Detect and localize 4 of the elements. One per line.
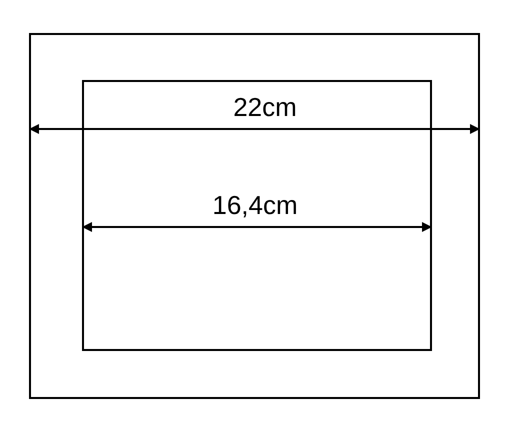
dimension-label: 22cm [233, 94, 297, 120]
dimension-label: 16,4cm [212, 192, 298, 218]
frame-rectangle [82, 80, 432, 351]
frame-rectangle [29, 33, 480, 399]
